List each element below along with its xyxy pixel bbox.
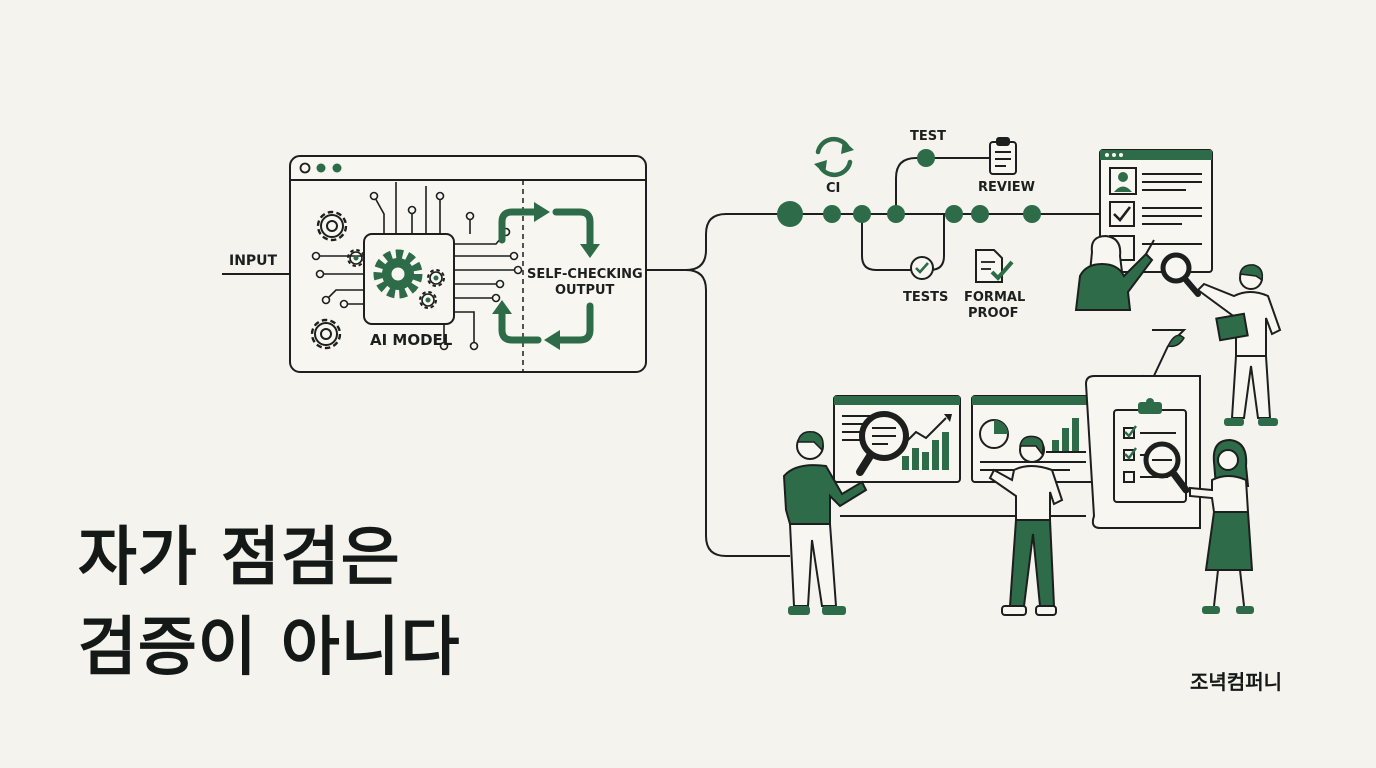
magnifier-icon [856,411,909,476]
ai-model-window: AI MODEL SELF-CHECKING OUTPUT [289,155,647,373]
self-checking-label: SELF-CHECKING [527,267,643,282]
formal-proof-label-2: PROOF [968,306,1019,321]
cycle-arrows-icon [498,208,594,344]
formal-proof-label: FORMAL [964,290,1025,305]
input-label: INPUT [229,253,278,269]
magnifier-icon [1143,441,1190,494]
bar-chart-icon [1052,418,1079,452]
ai-model-label: AI MODEL [370,331,453,349]
user-icon [1114,172,1132,192]
title-line-2: 검증이 아니다 [78,611,461,685]
person-woman-magnifier [1189,438,1254,614]
review-panel [1099,149,1213,273]
clipboard-document [1084,375,1201,529]
gear-icon [373,249,423,299]
brand-name: 조녁컴퍼니 [1190,670,1282,694]
person-man-pointing [988,435,1064,616]
ci-label: CI [826,181,840,196]
checkmark-icon [910,256,934,280]
person-man-tablet [1196,264,1282,426]
self-checking-label-2: OUTPUT [555,283,615,298]
test-label: TEST [910,129,946,144]
title-line-1: 자가 점검은 [78,521,401,595]
bar-chart-icon [902,432,949,470]
review-label: REVIEW [978,180,1035,195]
person-man-magnifier [782,430,868,615]
tests-label: TESTS [903,290,948,305]
clipboard-icon [989,137,1017,175]
person-woman-pointing [1074,234,1155,311]
magnifier-icon [1160,252,1201,297]
pie-chart-icon [979,419,1009,449]
document-check-icon [975,249,1014,283]
